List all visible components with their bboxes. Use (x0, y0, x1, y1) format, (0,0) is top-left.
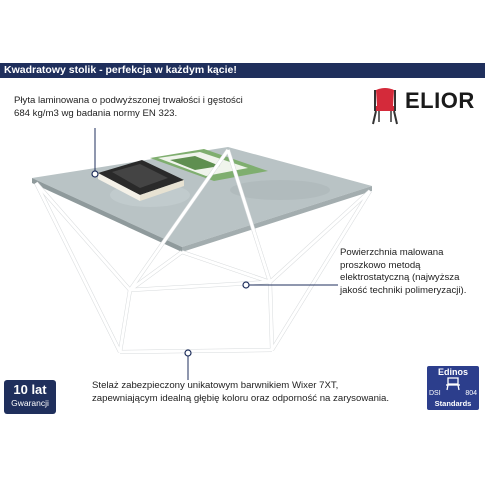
magazine (150, 149, 268, 181)
callout-dot-paint (242, 281, 250, 289)
callout-painting: Powierzchnia malowana proszkowo metodą e… (340, 247, 467, 296)
metal-frame (34, 148, 372, 354)
callout-frame: Stelaż zabezpieczony unikatowym barwniki… (92, 380, 390, 404)
warranty-badge: 10 lat Gwarancji (4, 380, 56, 414)
book (98, 160, 184, 201)
edinos-title: Edinos (437, 367, 468, 377)
callout-dot-frame (184, 349, 192, 357)
callout-lines (91, 128, 338, 380)
edinos-standards: Standards (434, 399, 472, 408)
header-banner: Kwadratowy stolik - perfekcja w każdym k… (0, 63, 485, 78)
callout-top-material: Płyta laminowana o podwyższonej trwałośc… (14, 95, 243, 119)
edinos-number: 804 (465, 390, 477, 397)
brand-name: ELIOR (405, 88, 475, 113)
warranty-label: Gwarancji (11, 398, 49, 408)
edinos-chair-icon (446, 377, 460, 391)
edinos-badge: Edinos DSI 804 Standards (427, 366, 479, 410)
elior-logo (372, 88, 398, 125)
chair-icon (372, 88, 398, 125)
warranty-years: 10 lat (13, 382, 47, 397)
callout-dot-top (91, 170, 99, 178)
banner-title: Kwadratowy stolik - perfekcja w każdym k… (4, 64, 237, 76)
edinos-dsi: DSI (429, 390, 441, 397)
product-illustration (32, 128, 372, 380)
